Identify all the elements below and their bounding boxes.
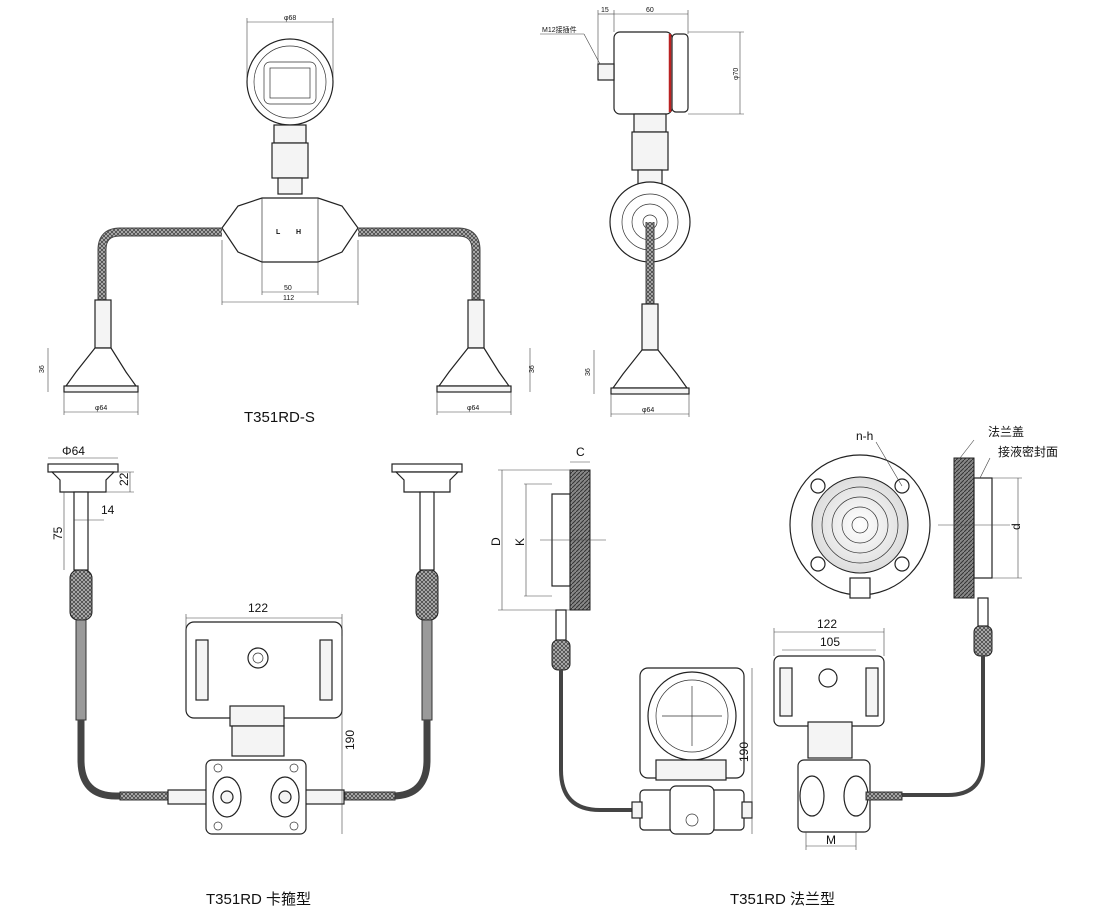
flange-capillary-right [900, 656, 985, 797]
sensor-body [221, 197, 359, 263]
dim-M: M [826, 833, 836, 847]
dim-50: 50 [284, 285, 292, 292]
seal-face-side [973, 477, 993, 579]
label-H: H [296, 229, 301, 236]
neck-middle [271, 142, 309, 179]
seal-cup-left [64, 347, 138, 387]
dim-122-flange: 122 [817, 617, 837, 631]
dim-phi64-side: φ64 [642, 407, 654, 414]
dim-14: 14 [101, 503, 115, 517]
dim-36-right: 36 [529, 365, 536, 373]
bolt-hole [810, 478, 826, 494]
m12-connector [597, 63, 615, 81]
display-screen [269, 67, 311, 99]
label-flange-cover: 法兰盖 [988, 425, 1024, 439]
side-neck [631, 131, 669, 171]
seal-stem-right [467, 299, 485, 349]
dim-60: 60 [646, 7, 654, 14]
caption-flange-type: T351RD 法兰型 [730, 891, 835, 908]
label-n-h: n-h [856, 429, 873, 443]
dim-190-flange: 190 [737, 742, 751, 762]
dim-K: K [513, 538, 527, 546]
dim-phi64-right: φ64 [467, 405, 479, 412]
flange-type-view: D K C 190 n-h [489, 425, 1058, 908]
clamp-flange-left [47, 463, 119, 473]
dim-22: 22 [117, 472, 131, 486]
neck-lower [277, 177, 303, 195]
capillary-right [345, 720, 431, 800]
dim-36-side: 36 [585, 368, 592, 376]
dim-phi68: φ68 [284, 15, 296, 22]
caption-clamp-type: T351RD 卡箍型 [206, 891, 311, 908]
dim-phi64-large: Φ64 [62, 444, 85, 458]
clamp-type-view: Φ64 22 14 75 122 190 T351RD 卡箍型 [47, 444, 463, 908]
side-housing [613, 31, 673, 115]
side-view: M12接插件 15 60 φ70 36 φ64 [540, 7, 744, 417]
hose-left [97, 227, 222, 300]
t351rd-s-view: L H φ68 50 112 36 36 φ64 [39, 15, 536, 426]
dim-112: 112 [283, 295, 294, 302]
housing-inner-ring [253, 45, 327, 119]
transmitter-neck [231, 725, 285, 757]
flange-capillary-left [559, 670, 636, 812]
seal-cup-right [437, 347, 511, 387]
dim-d: d [1009, 523, 1023, 530]
dim-C: C [576, 445, 585, 459]
transmitter-head [185, 621, 343, 719]
clamp-flange-right [391, 463, 463, 473]
seal-stem-left [94, 299, 112, 349]
label-seal-face: 接液密封面 [998, 444, 1058, 459]
dim-190-clamp: 190 [343, 730, 357, 750]
flange-cover-side [953, 457, 975, 599]
dim-phi64-left: φ64 [95, 405, 107, 412]
dim-15: 15 [601, 7, 609, 14]
dim-phi70: φ70 [733, 68, 740, 80]
dim-122-clamp: 122 [248, 601, 268, 615]
caption-t351rd-s: T351RD-S [244, 409, 315, 426]
dim-D: D [489, 537, 503, 546]
neck-upper [273, 124, 307, 144]
hose-right [358, 227, 481, 300]
dim-75: 75 [51, 526, 65, 540]
capillary-left [77, 720, 168, 800]
dim-105: 105 [820, 635, 840, 649]
housing-circle [246, 38, 334, 126]
display-window [263, 61, 317, 105]
clamp-hose-fitting-left [69, 569, 93, 621]
dim-36-left: 36 [39, 365, 46, 373]
label-L: L [276, 229, 281, 236]
label-m12: M12接插件 [542, 25, 577, 34]
